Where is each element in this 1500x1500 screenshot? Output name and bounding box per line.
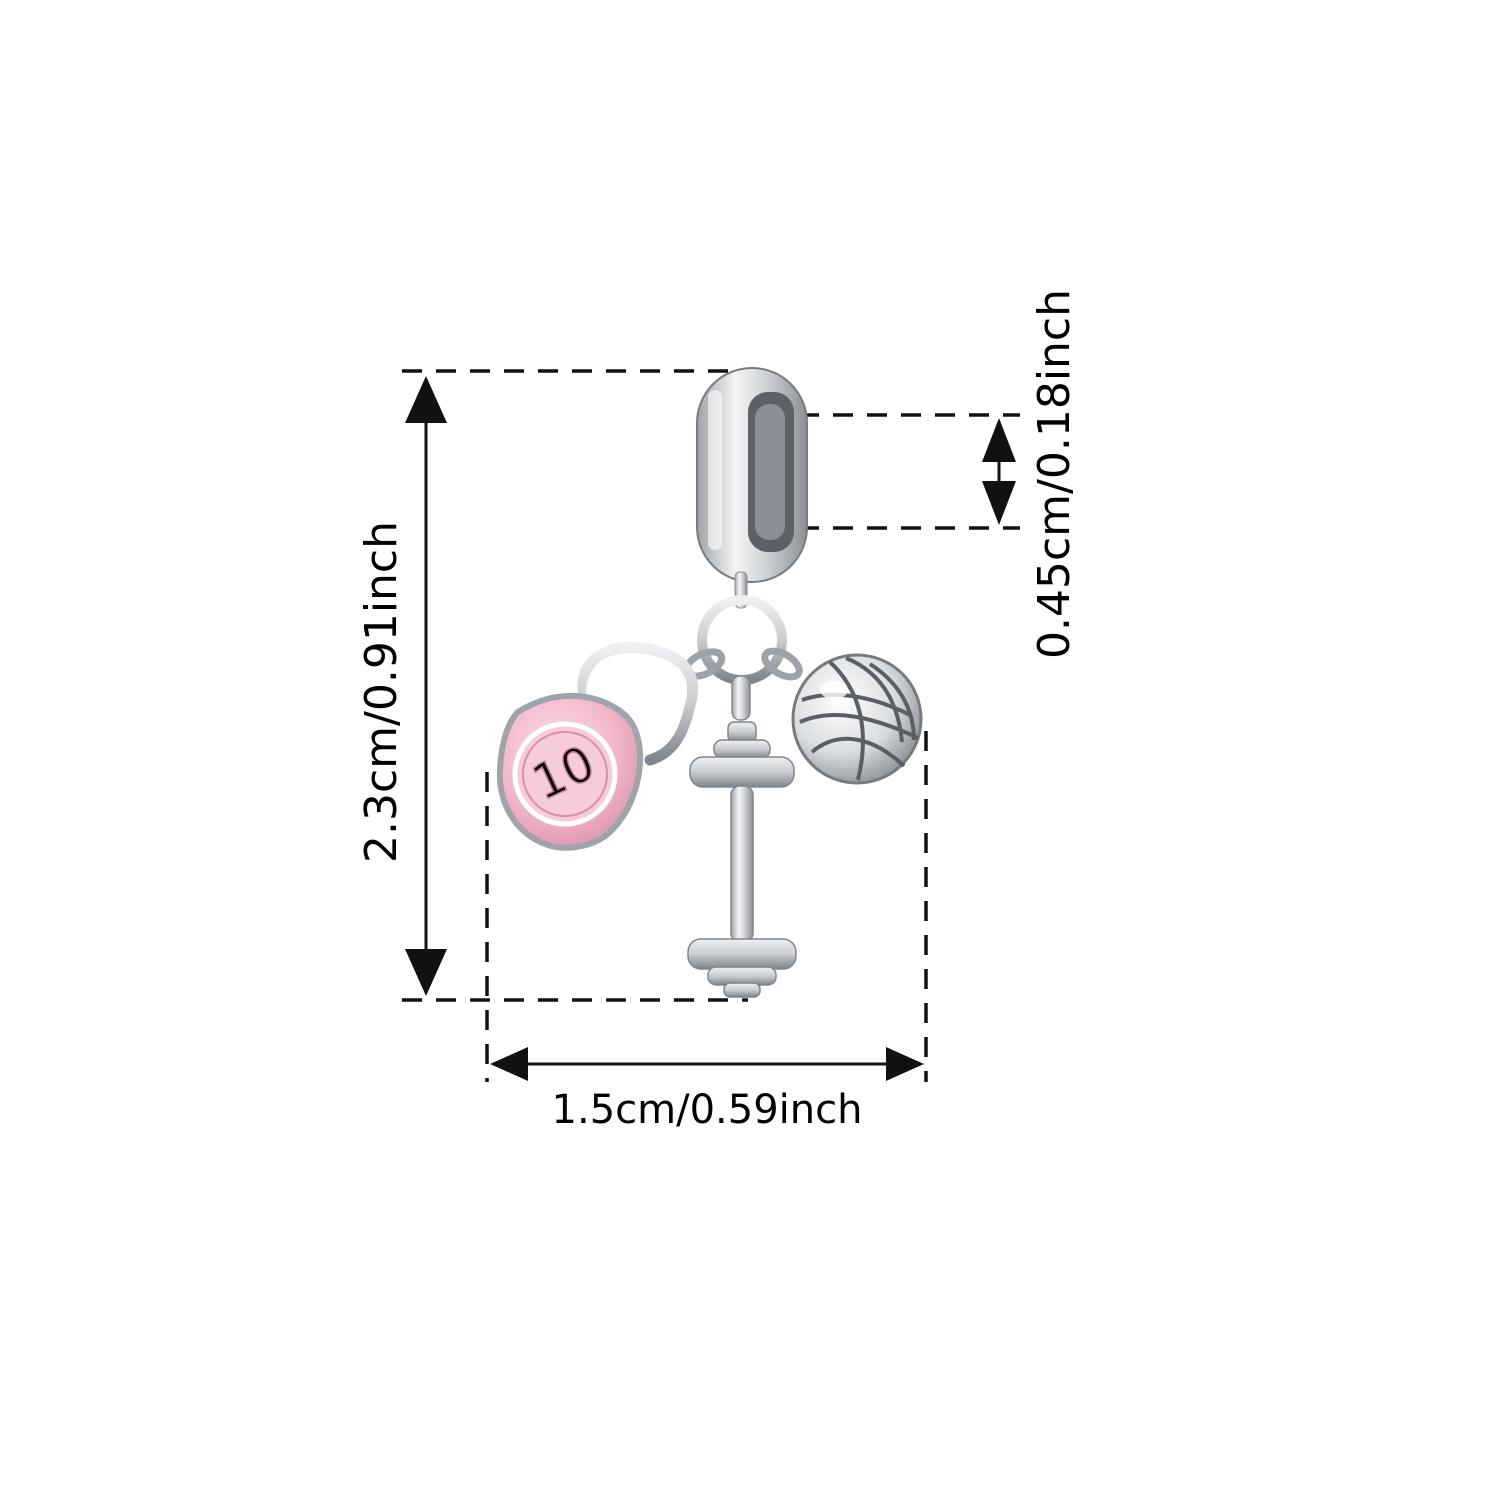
charm-illustration: 10 bbox=[496, 367, 923, 998]
hole-dimension: 0.45cm/0.18inch bbox=[765, 289, 1080, 659]
hole-arrowhead-bottom bbox=[982, 481, 1016, 525]
volleyball-pendant bbox=[791, 653, 923, 785]
height-label: 2.3cm/0.91inch bbox=[356, 521, 407, 863]
width-arrowhead-right bbox=[886, 1047, 924, 1081]
connector-links bbox=[682, 647, 803, 721]
width-arrowhead-left bbox=[490, 1047, 528, 1081]
bail-ring bbox=[696, 367, 808, 583]
width-dimension: 1.5cm/0.59inch bbox=[485, 731, 928, 1133]
height-dimension: 2.3cm/0.91inch bbox=[356, 369, 748, 1002]
height-arrowhead-bottom bbox=[405, 949, 447, 996]
hole-arrowhead-top bbox=[982, 418, 1016, 462]
width-label: 1.5cm/0.59inch bbox=[552, 1087, 863, 1133]
barbell-pendant bbox=[687, 721, 797, 998]
hole-label: 0.45cm/0.18inch bbox=[1029, 289, 1080, 659]
kettlebell-pendant: 10 bbox=[496, 642, 699, 851]
height-arrowhead-top bbox=[405, 376, 447, 423]
